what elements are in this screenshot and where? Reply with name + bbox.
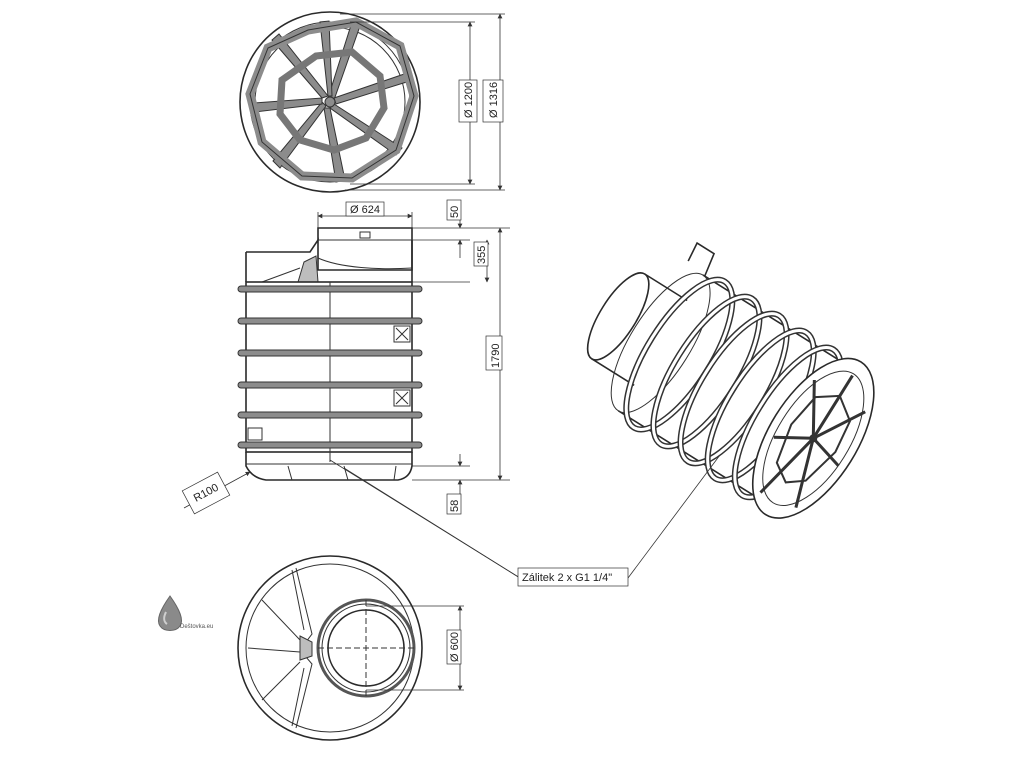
dim-h1790: 1790 [490, 344, 502, 368]
logo-text: Deštovka.eu [180, 624, 213, 630]
isometric-bottom-ribs [759, 374, 866, 508]
top-view-ribs [253, 20, 414, 183]
droplet-logo: Deštovka.eu [157, 595, 213, 631]
side-view-ribs [237, 285, 423, 449]
callout-leaders: Zálitek 2 x G1 1/4" [329, 454, 721, 587]
dim-h58: 58 [449, 500, 461, 512]
bottom-view [237, 555, 423, 741]
dim-h50: 50 [449, 206, 461, 218]
top-view-dimensions: Ø 1200 Ø 1316 [340, 13, 505, 191]
dim-d1200: Ø 1200 [463, 82, 475, 118]
side-view-dimensions: Ø 624 50 355 1790 58 R100 [181, 199, 510, 515]
callout-label: Zálitek 2 x G1 1/4" [522, 572, 612, 584]
isometric-view [586, 241, 875, 519]
side-view [237, 227, 423, 481]
dim-d624: Ø 624 [350, 204, 380, 216]
dim-h355: 355 [476, 246, 488, 264]
dim-d600: Ø 600 [449, 632, 461, 662]
dim-d1316: Ø 1316 [488, 82, 500, 118]
top-view [239, 11, 421, 193]
bottom-view-dimensions: Ø 600 [366, 605, 464, 691]
